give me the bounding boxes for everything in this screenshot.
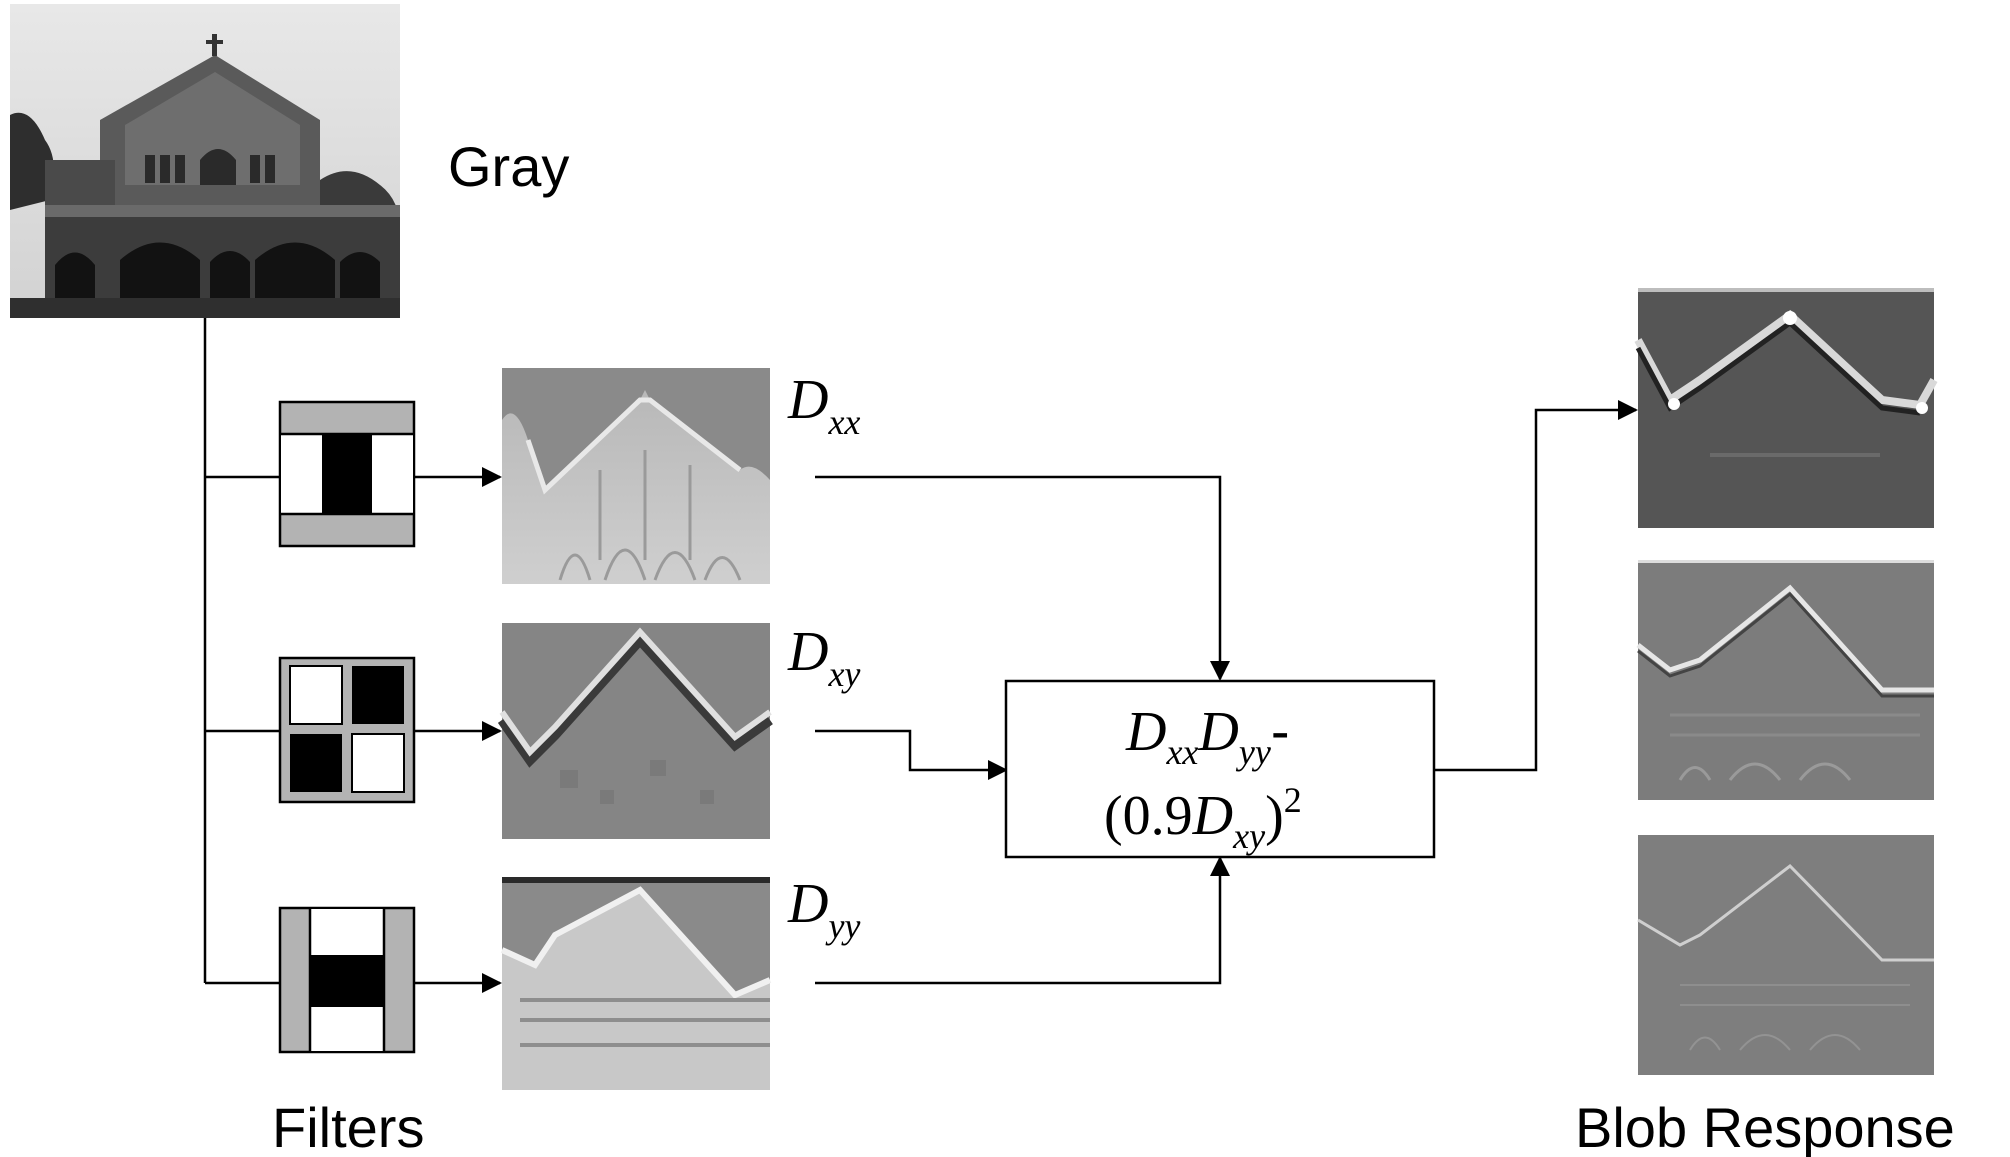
filter-to-response-arrows bbox=[414, 467, 502, 993]
dyy-label: Dyy bbox=[787, 873, 860, 946]
gray-label: Gray bbox=[448, 135, 569, 198]
dxy-response-image bbox=[497, 623, 773, 839]
blob-response-label: Blob Response bbox=[1575, 1096, 1955, 1157]
svg-text:Dyy: Dyy bbox=[787, 873, 860, 946]
svg-text:Dxy: Dxy bbox=[787, 621, 860, 694]
filters-label: Filters bbox=[272, 1096, 424, 1157]
filter-dyy-kernel bbox=[278, 906, 416, 1054]
formula-to-blob-connector bbox=[1434, 400, 1638, 772]
input-branch-lines bbox=[203, 318, 280, 985]
formula-line-1: DxxDyy- bbox=[1125, 699, 1290, 772]
filter-dxx-kernel bbox=[278, 400, 416, 548]
gray-photo bbox=[10, 4, 400, 318]
filter-dxy-kernel bbox=[278, 656, 416, 804]
dxx-response-image bbox=[502, 368, 770, 584]
formula-box: DxxDyy- (0.9Dxy)2 bbox=[1004, 679, 1436, 859]
dxy-label: Dxy bbox=[787, 621, 860, 694]
svg-text:Dxx: Dxx bbox=[787, 369, 860, 442]
derivative-to-formula-connectors bbox=[815, 475, 1230, 985]
dyy-response-image bbox=[500, 877, 772, 1090]
blob-response-image-2 bbox=[1636, 560, 1934, 800]
blob-response-image-1 bbox=[1634, 288, 1938, 528]
blob-response-image-3 bbox=[1637, 835, 1934, 1075]
dxx-label: Dxx bbox=[787, 369, 860, 442]
formula-line-2: (0.9Dxy)2 bbox=[1104, 780, 1302, 856]
